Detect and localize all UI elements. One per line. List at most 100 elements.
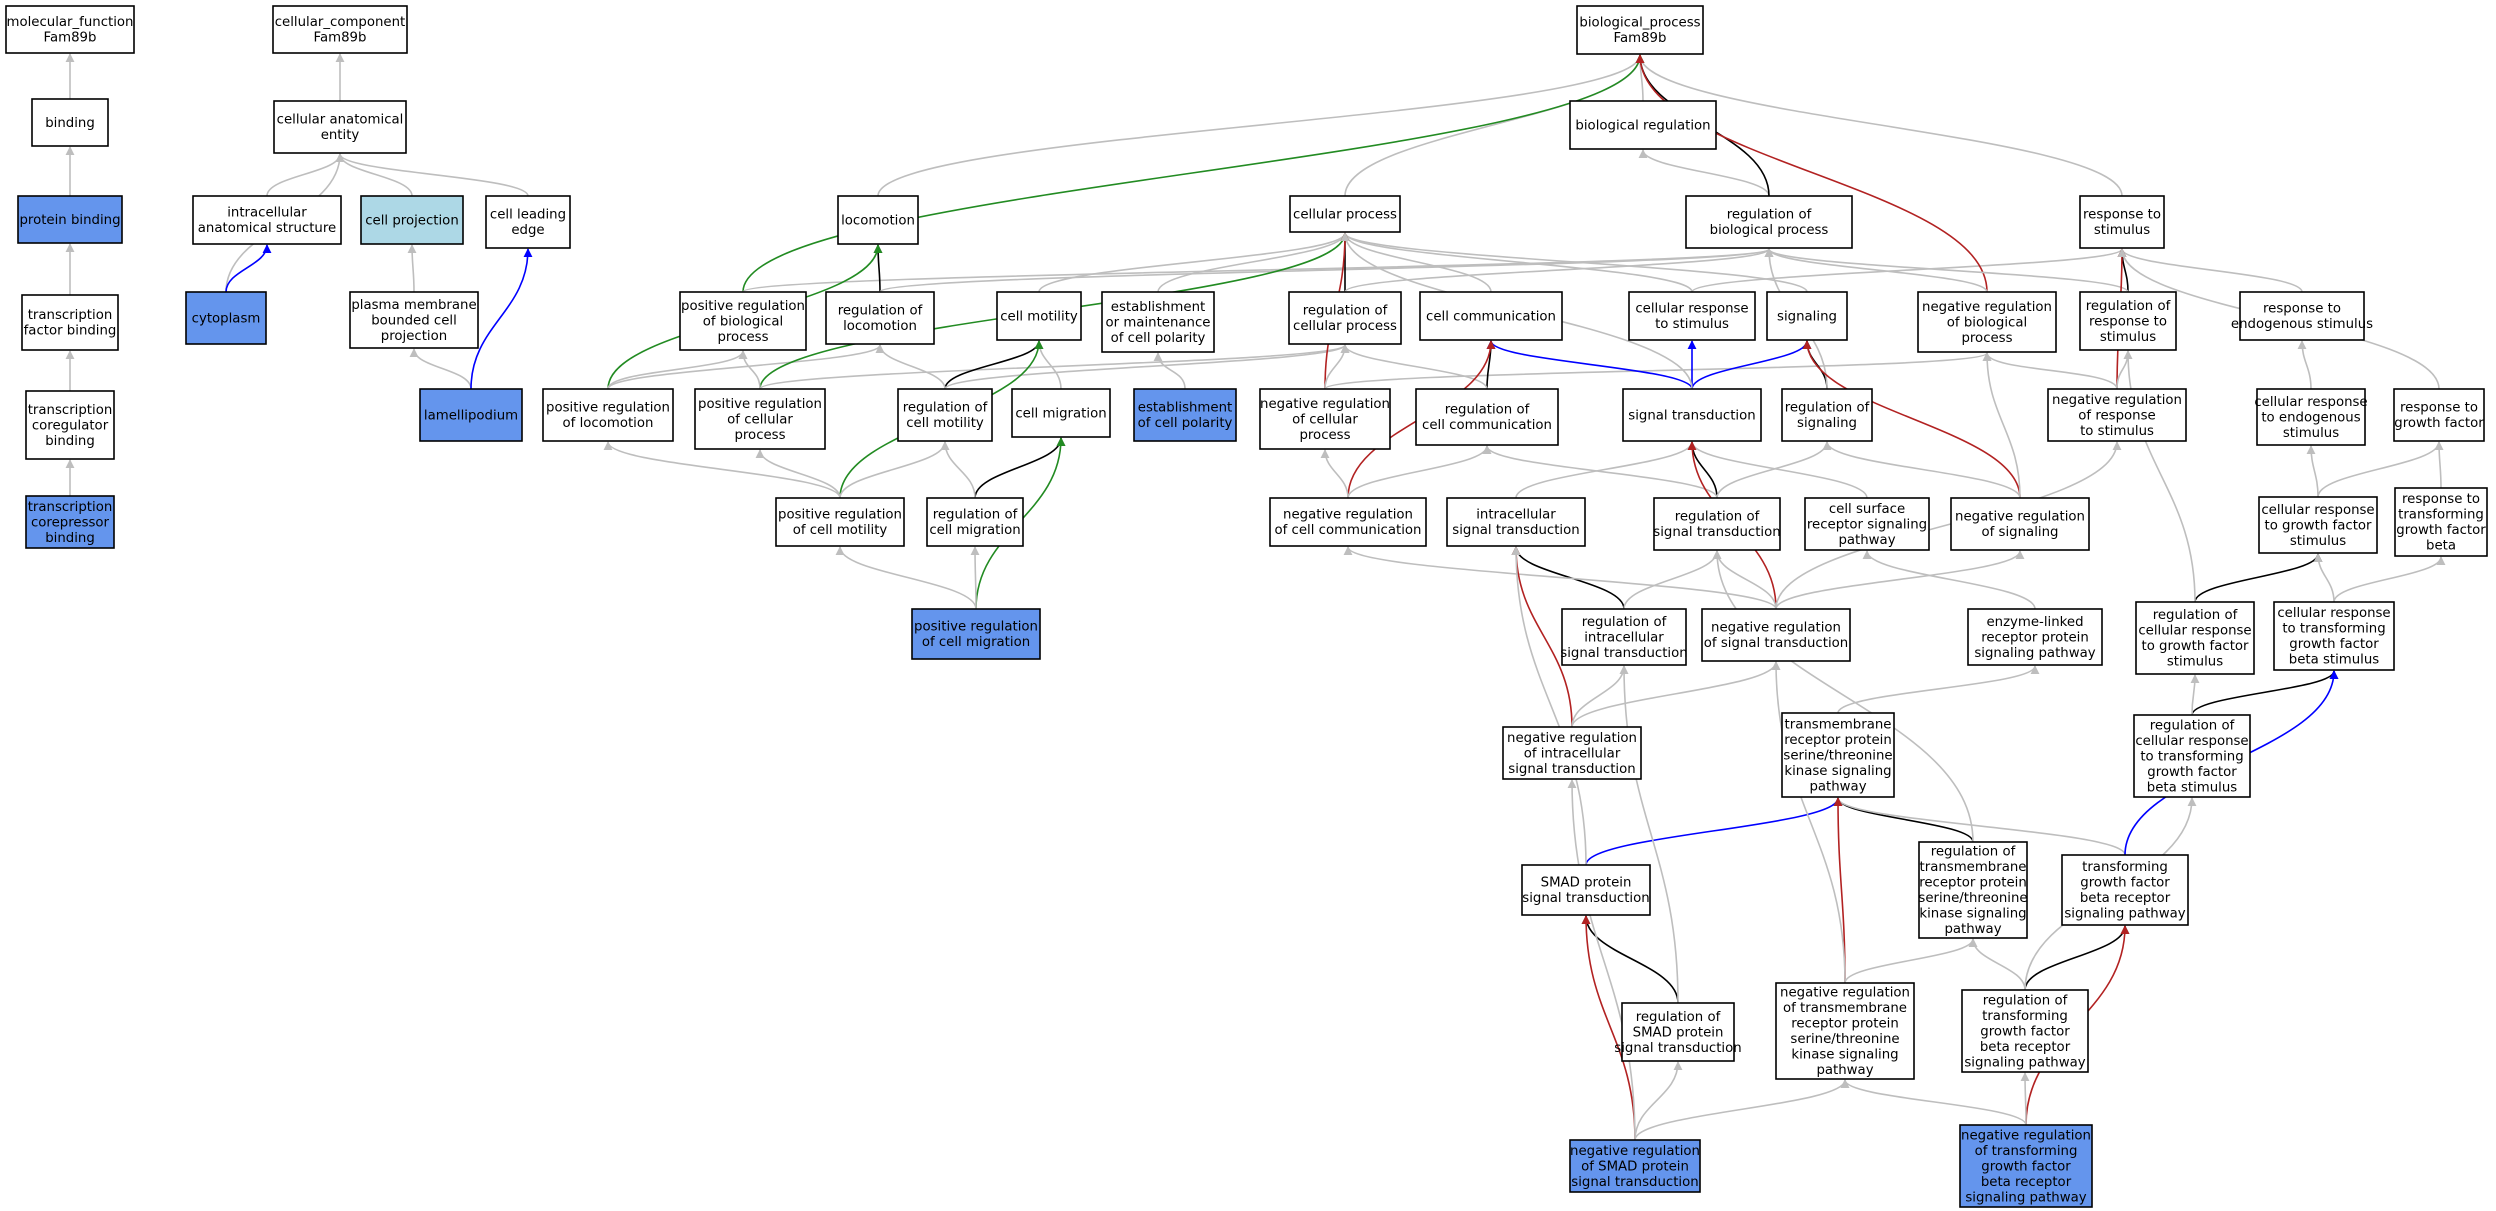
- term-label-line: projection: [381, 329, 447, 344]
- term-label-line: intracellular: [227, 206, 307, 221]
- edge-line: [1567, 779, 1636, 1141]
- term-node-cmigr[interactable]: cell migration: [1011, 388, 1111, 438]
- term-label-line: cellular response: [1635, 302, 1748, 317]
- term-node-signaling[interactable]: signaling: [1766, 291, 1848, 341]
- term-box: [485, 195, 571, 249]
- edge-negregcp-to-negregbp: [1324, 352, 1992, 390]
- edge-negregtgfbrsp-to-negregtmrpsk: [1840, 1079, 2027, 1126]
- term-node-cproj[interactable]: cell projection: [360, 195, 464, 245]
- edge-cren-to-rendo: [2297, 340, 2312, 390]
- edge-ccomm-to-cellproc: [1340, 232, 1492, 293]
- term-label-line: cellular response: [2254, 395, 2367, 410]
- term-node-cellproc[interactable]: cellular process: [1289, 195, 1401, 233]
- term-box: [1950, 497, 2090, 551]
- term-label-line: signaling pathway: [2064, 907, 2185, 922]
- term-node-bioreg[interactable]: biological regulation: [1569, 100, 1717, 150]
- term-node-locom[interactable]: locomotion: [837, 195, 919, 245]
- term-node-cyto[interactable]: cytoplasm: [185, 291, 267, 345]
- edge-line: [944, 340, 1044, 390]
- term-label-line: cell migration: [1015, 406, 1106, 421]
- term-label-line: beta receptor: [2080, 891, 2171, 906]
- term-node-binding[interactable]: binding: [31, 98, 109, 147]
- term-label-line: regulation of: [2086, 299, 2171, 314]
- edge-cyto-to-ias: [225, 244, 272, 293]
- term-label-line: negative regulation: [1780, 986, 1910, 1001]
- term-node-ccomm[interactable]: cell communication: [1419, 291, 1563, 341]
- term-label-line: cell migration: [929, 523, 1020, 538]
- edge-crs-to-cellproc: [1340, 232, 1693, 293]
- edge-line: [1340, 344, 1488, 390]
- term-node-lamel[interactable]: lamellipodium: [419, 388, 523, 442]
- term-box: [1259, 388, 1391, 450]
- term-node-sigtrans[interactable]: signal transduction: [1622, 388, 1762, 442]
- edge-lamel-to-pmbcp: [409, 348, 472, 390]
- term-label-line: signal transduction: [1614, 1041, 1741, 1056]
- edge-negregist-to-ist: [1511, 546, 1573, 728]
- term-node-cmotil[interactable]: cell motility: [996, 291, 1082, 341]
- term-label-line: Fam89b: [1614, 31, 1667, 46]
- edge-line: [738, 350, 761, 390]
- edge-line: [2191, 670, 2339, 716]
- edge-line: [835, 546, 977, 610]
- term-node-protbind[interactable]: protein binding: [17, 195, 123, 244]
- edge-line: [2024, 925, 2130, 991]
- edge-reglocom-to-locom: [873, 244, 883, 293]
